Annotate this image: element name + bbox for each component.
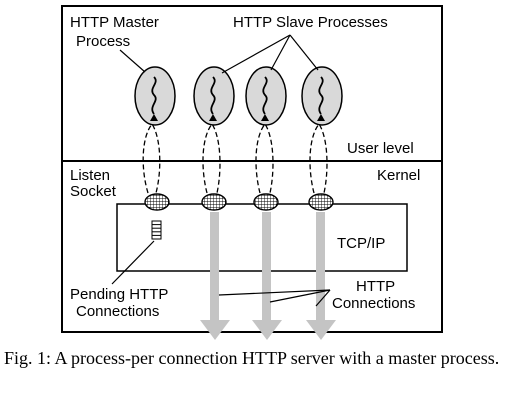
slave-process-3	[301, 66, 343, 126]
master-label-leader	[119, 49, 146, 73]
pending-connections-label-line2: Connections	[76, 303, 159, 320]
connection-socket-2	[253, 193, 279, 211]
listen-socket-label-line1: Listen	[70, 167, 110, 184]
slave-process-2	[245, 66, 287, 126]
pending-leader	[111, 240, 155, 285]
listen-socket	[144, 193, 170, 211]
master-process	[134, 66, 176, 126]
slaves-leader-1	[221, 34, 291, 74]
listen-socket-label-line2: Socket	[70, 183, 117, 200]
slaves-leader-3	[289, 34, 319, 71]
kernel-label: Kernel	[377, 167, 420, 184]
connection-socket-1	[201, 193, 227, 211]
http-connections-label-line2: Connections	[332, 295, 415, 312]
outer-frame	[61, 5, 443, 333]
slave-processes-label: HTTP Slave Processes	[233, 14, 388, 31]
http-connections-leader-2	[269, 289, 331, 303]
http-connection-arrow-1	[200, 212, 230, 340]
http-connections-leader-3	[315, 289, 331, 307]
tcpip-label: TCP/IP	[337, 235, 385, 252]
master-process-label-line1: HTTP Master	[70, 14, 159, 31]
slave-process-1	[193, 66, 235, 126]
user-level-label: User level	[347, 140, 414, 157]
figure-caption: Fig. 1: A process-per connection HTTP se…	[4, 348, 500, 368]
pending-connections-label-line1: Pending HTTP	[70, 286, 168, 303]
slaves-leader-2	[270, 34, 291, 71]
http-connections-leader-1	[218, 289, 331, 296]
pending-queue-icon	[151, 220, 162, 240]
http-connections-label-line1: HTTP	[356, 278, 395, 295]
http-connection-arrow-2	[252, 212, 282, 340]
connection-socket-3	[308, 193, 334, 211]
http-connection-arrow-3	[306, 212, 336, 340]
master-process-label-line2: Process	[76, 33, 130, 50]
